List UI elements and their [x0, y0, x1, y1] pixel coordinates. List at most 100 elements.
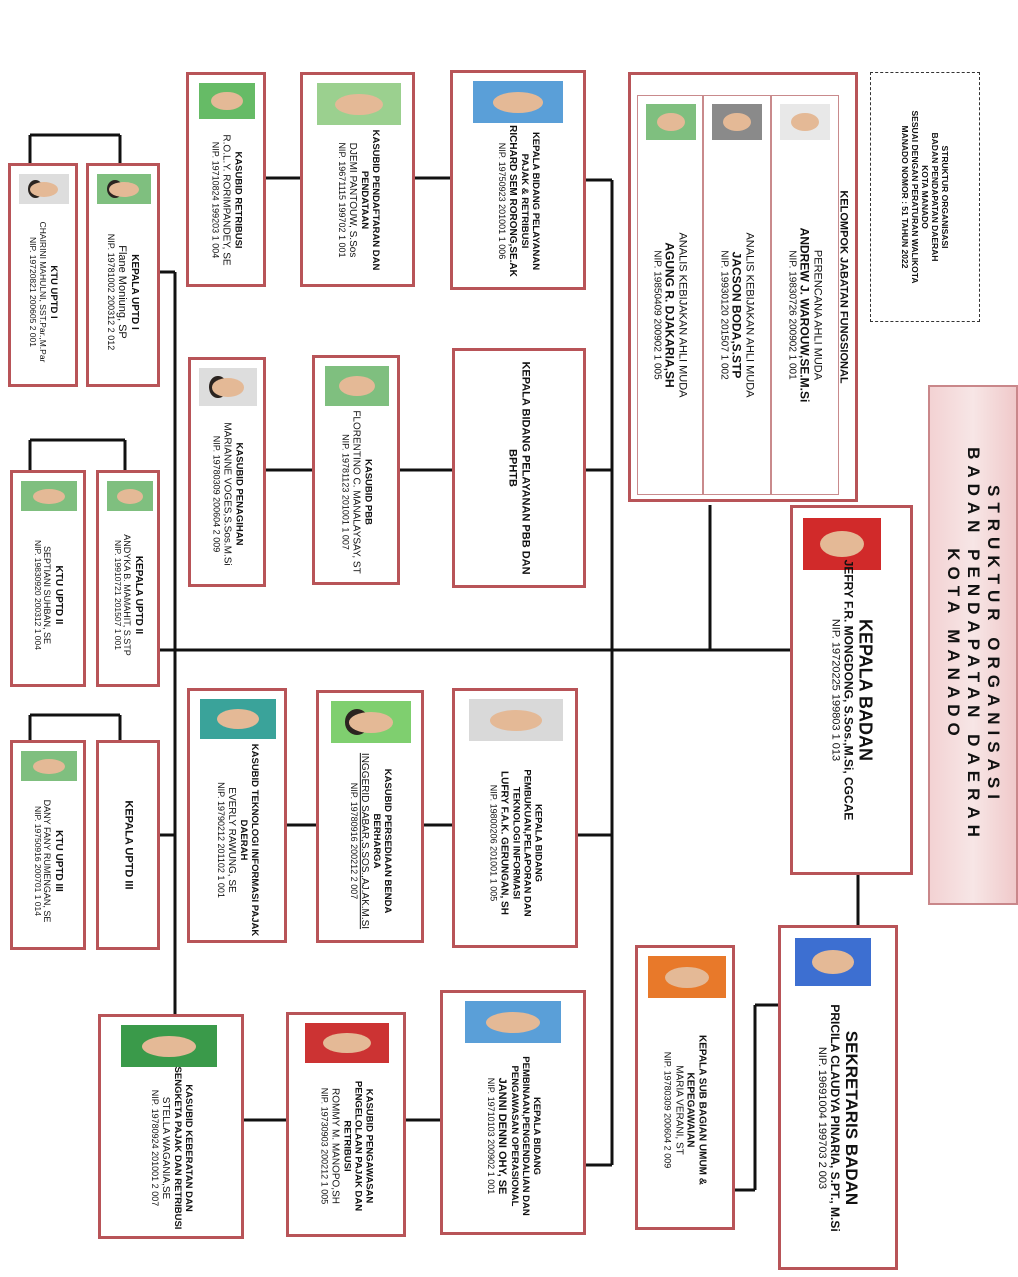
fungsional-2-photo [712, 104, 762, 140]
kasubid-keberatan-name: STELLA WAGANIA,SE [160, 1097, 171, 1200]
bidang-pajak-box: KEPALA BIDANG PELAYANAN PAJAK & RETRIBUS… [450, 70, 586, 290]
bidang-pengawasan-title: KEPALA BIDANG PEMBINAAN,PENGENDALIAN DAN… [509, 1056, 542, 1217]
fungsional-2-nip: NIP. 19930120 201507 1 002 [718, 250, 730, 380]
uptd1-ktu-name: CHAIRINI MAHULNI, SST.Par.,M.Par [38, 222, 49, 363]
kasubag-umum-name: MARIA VERANI, ST [673, 1065, 685, 1155]
sekretaris-name: PRICILA CLAUDYA PINARIA, S.PT., M.Si [828, 1004, 843, 1232]
reg-line-5: MANADO NOMOR : 51 TAHUN 2022 [900, 125, 910, 269]
uptd3-ktu-nip: NIP. 19750916 200701 1 014 [32, 806, 43, 917]
kasubag-umum-photo [648, 956, 726, 998]
fungsional-3-photo [646, 104, 696, 140]
fungsional-1-nip: NIP. 19830726 200902 1 001 [786, 250, 798, 380]
uptd1-kepala-photo [97, 174, 151, 204]
kasubid-ti-name: EVERLY RAWUNG, SE [226, 787, 237, 894]
kasubid-retribusi-nip: NIP. 19710824 199203 1 004 [209, 142, 220, 259]
sekretaris-title: SEKRETARIS BADAN [841, 1030, 861, 1206]
kasubid-persediaan-title: KASUBID PERSEDIAAN BENDA BERHARGA [370, 768, 393, 914]
kasubid-pengawasan-title: KASUBID PENGAWASAN PENGELOLAAN PAJAK DAN… [341, 1081, 375, 1212]
uptd3-ktu-box: KTU UPTD III DANY FANY RUMENGAN, SE NIP.… [10, 740, 86, 950]
kasubid-persediaan-name: INGGERID SABAR,S.SOS.,AJ.AK.M.SI [359, 753, 370, 930]
uptd1-ktu-box: KTU UPTD I CHAIRINI MAHULNI, SST.Par.,M.… [8, 163, 78, 387]
uptd1-kepala-box: KEPALA UPTD I Flane Moniung, SP NIP. 197… [86, 163, 160, 387]
bidang-pajak-name: RICHARD SEM RORONG,SE.AK [507, 125, 518, 278]
bidang-pajak-photo [473, 81, 563, 123]
bidang-pajak-nip: NIP. 19750923 201001 1 006 [496, 143, 507, 260]
kasubid-persediaan-nip: NIP. 19780916 200212 2 007 [348, 782, 359, 900]
kasubid-pendaftaran-nip: NIP. 19671115 199702 1 001 [336, 142, 346, 258]
uptd2-ktu-name: SEPTIANI SUHBAN, SE [42, 546, 53, 645]
fungsional-box: KELOMPOK JABATAN FUNGSIONAL PERENCANA AH… [628, 72, 858, 502]
kasubid-pendaftaran-name: DJEMI PANTOUW, S.Sos [346, 143, 358, 258]
uptd1-kepala-nip: NIP. 19781002 200312 2 012 [106, 234, 117, 351]
kasubid-ti-box: KASUBID TEKNOLOGI INFORMASI PAJAK DAERAH… [187, 688, 287, 943]
kepala-badan-title: KEPALA BADAN [855, 619, 876, 761]
bidang-pbb-box: KEPALA BIDANG PELAYANAN PBB DAN BPHTB [452, 348, 586, 588]
sekretaris-photo [795, 938, 871, 986]
bidang-pbb-title: KEPALA BIDANG PELAYANAN PBB DAN BPHTB [507, 361, 532, 575]
kasubid-pbb-name: FLORENTINO C. MANALAYSAY, ST [350, 410, 362, 575]
chart-title-banner: STRUKTUR ORGANISASI BADAN PENDAPATAN DAE… [928, 385, 1018, 905]
bidang-pajak-title: KEPALA BIDANG PELAYANAN PAJAK & RETRIBUS… [518, 132, 541, 271]
kasubid-penagihan-title: KASUBID PENAGIHAN [233, 442, 245, 546]
reg-line-4: SESUAI DENGAN PERATURAN WALIKOTA [910, 110, 920, 284]
kasubid-pengawasan-nip: NIP. 19730903 200212 1 005 [319, 1088, 330, 1205]
uptd3-kepala-title: KEPALA UPTD III [122, 800, 135, 890]
kasubid-ti-photo [200, 699, 276, 739]
uptd2-kepala-name: ANDYKA B. MAMAHIT, S.STP [122, 534, 133, 657]
uptd2-ktu-title: KTU UPTD II [52, 565, 64, 625]
uptd2-ktu-photo [21, 481, 77, 511]
uptd1-ktu-title: KTU UPTD I [48, 265, 60, 320]
kasubid-pendaftaran-title: KASUBID PENDAFTARAN DAN PENDATAAN [358, 130, 381, 271]
fungsional-1-role: PERENCANA AHLI MUDA [811, 249, 824, 380]
kasubid-pengawasan-photo [305, 1023, 389, 1063]
uptd3-ktu-name: DANY FANY RUMENGAN, SE [42, 799, 53, 923]
uptd3-ktu-photo [21, 751, 77, 781]
kasubid-keberatan-nip: NIP. 19780924 201001 2 007 [149, 1090, 160, 1207]
uptd2-ktu-nip: NIP. 19830920 200312 1 004 [32, 540, 43, 651]
kasubid-pbb-photo [325, 366, 389, 406]
uptd2-kepala-title: KEPALA UPTD II [132, 556, 144, 635]
fungsional-3-nip: NIP. 19850409 200902 1 005 [651, 250, 663, 380]
kasubid-pbb-box: KASUBID PBB FLORENTINO C. MANALAYSAY, ST… [312, 355, 400, 585]
kepala-badan-photo [803, 518, 881, 570]
fungsional-member-1: PERENCANA AHLI MUDA ANDREW J. WAROUW,SE.… [771, 95, 839, 495]
fungsional-1-name: ANDREW J. WAROUW,SE.M.Si [797, 227, 812, 403]
kasubid-penagihan-nip: NIP. 19780309 200604 2 009 [210, 436, 221, 553]
kasubid-retribusi-photo [199, 83, 255, 119]
kasubid-persediaan-photo [331, 701, 411, 743]
uptd1-ktu-photo [19, 174, 69, 204]
kasubid-keberatan-box: KASUBID KEBERATAN DAN SENGKETA PAJAK DAN… [98, 1014, 244, 1239]
kasubid-pendaftaran-box: KASUBID PENDAFTARAN DAN PENDATAAN DJEMI … [300, 72, 415, 287]
bidang-ti-photo [469, 699, 563, 741]
kasubid-keberatan-title: KASUBID KEBERATAN DAN SENGKETA PAJAK DAN… [171, 1066, 194, 1230]
uptd1-kepala-name: Flane Moniung, SP [116, 245, 129, 340]
kasubid-retribusi-box: KASUBID RETRIBUSI R.O.L.Y. RORIMPANDEY, … [186, 72, 266, 287]
kasubag-umum-nip: NIP. 19780309 200604 2 009 [662, 1051, 673, 1169]
bidang-ti-nip: NIP. 19800206 201001 1 005 [488, 785, 499, 902]
bidang-pengawasan-photo [465, 1001, 561, 1043]
kasubid-penagihan-name: MARIANNE VOGES,S.Sos.M.Si [221, 422, 233, 567]
uptd2-kepala-box: KEPALA UPTD II ANDYKA B. MAMAHIT, S.STP … [96, 470, 160, 687]
fungsional-member-2: ANALIS KEBIJAKAN AHLI MUDA JACSON BODA,S… [703, 95, 771, 495]
bidang-ti-name: LUFRY F.A.K. GERUNGAN, SH [498, 771, 510, 916]
kasubid-retribusi-title: KASUBID RETRIBUSI [232, 151, 244, 249]
bidang-ti-title: KEPALA BIDANG PEMBUKUAN,PELAPORAN DAN TE… [510, 769, 544, 918]
reg-line-2: BADAN PENDAPATAN DAERAH [930, 132, 940, 262]
uptd1-kepala-title: KEPALA UPTD I [129, 254, 141, 331]
kasubid-pengawasan-box: KASUBID PENGAWASAN PENGELOLAAN PAJAK DAN… [286, 1012, 406, 1237]
fungsional-2-role: ANALIS KEBIJAKAN AHLI MUDA [743, 232, 756, 398]
regulation-note: STRUKTUR ORGANISASI BADAN PENDAPATAN DAE… [870, 72, 980, 322]
kasubid-keberatan-photo [121, 1025, 217, 1067]
fungsional-2-name: JACSON BODA,S.STP [729, 251, 744, 379]
kasubag-umum-box: KEPALA SUB BAGIAN UMUM & KEPEGAWAIAN MAR… [635, 945, 735, 1230]
kepala-badan-box: KEPALA BADAN JEFRY F.R. MONGDONG, S.Sos.… [790, 505, 913, 875]
title-line-1: STRUKTUR ORGANISASI [984, 485, 1003, 805]
uptd2-kepala-photo [107, 481, 153, 511]
bidang-ti-box: KEPALA BIDANG PEMBUKUAN,PELAPORAN DAN TE… [452, 688, 578, 948]
uptd2-kepala-nip: NIP. 19910721 201507 1 001 [112, 540, 123, 651]
title-line-2: BADAN PENDAPATAN DAERAH [964, 447, 983, 843]
kasubid-persediaan-box: KASUBID PERSEDIAAN BENDA BERHARGA INGGER… [316, 690, 424, 943]
kepala-badan-nip: NIP. 19720225 199803 1 013 [828, 618, 841, 762]
